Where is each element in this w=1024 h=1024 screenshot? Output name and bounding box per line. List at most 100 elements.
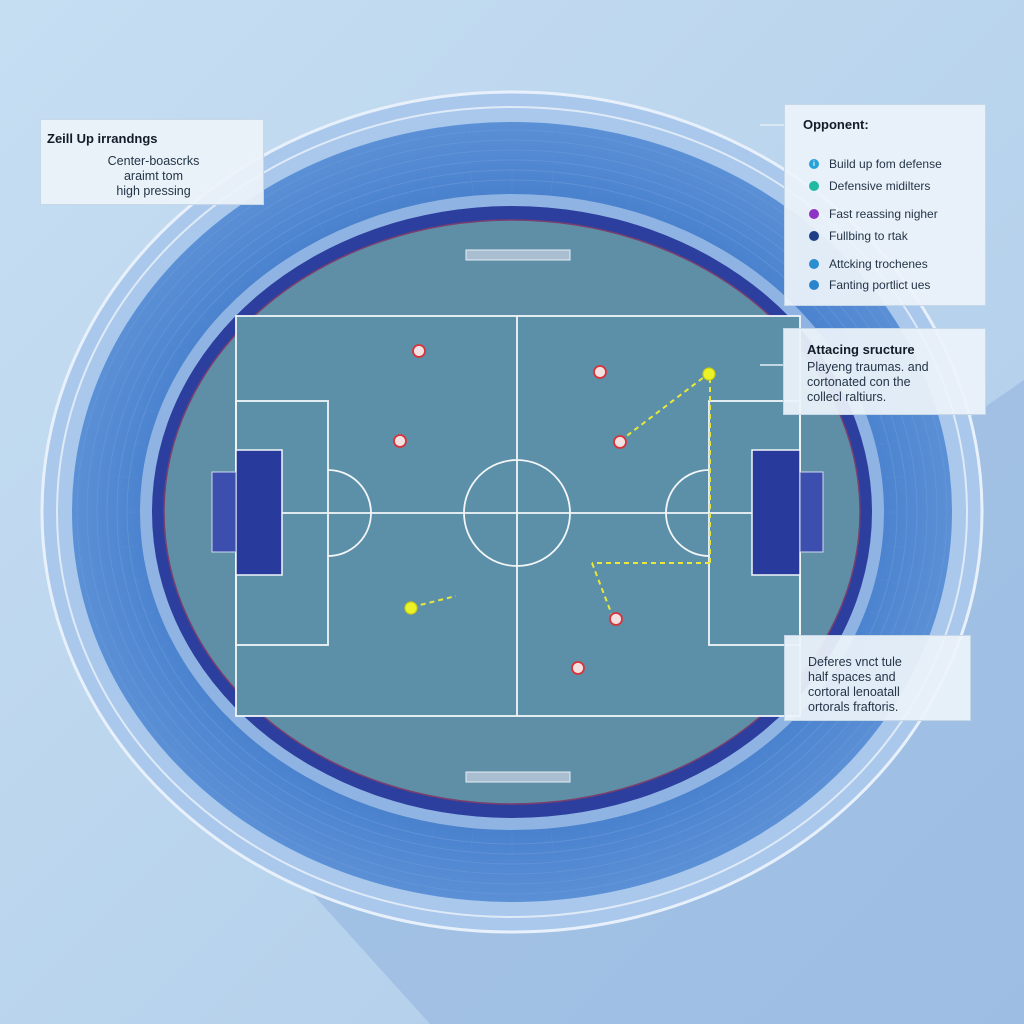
seat-aisle [878, 578, 941, 594]
bottom-dugout [465, 771, 571, 783]
legend-label: Fullbing to rtak [829, 229, 908, 243]
right-goal-area [751, 449, 801, 576]
key-player-marker [404, 601, 418, 615]
legend-label: Fast reassing nigher [829, 207, 938, 221]
seat-aisle [420, 826, 435, 892]
seat-aisle [218, 750, 262, 801]
seat-aisle [292, 175, 325, 234]
seat-aisle [699, 790, 732, 849]
seat-aisle [550, 126, 559, 192]
defense-text: Deferes vnct tule half spaces and cortor… [808, 655, 968, 715]
seat-aisle [186, 252, 234, 297]
attack-text-line: Playeng traumas. and [807, 360, 929, 374]
legend-label: Defensive midilters [829, 179, 931, 193]
buildup-title: Zeill Up irrandngs [47, 131, 158, 146]
left-goal-area [235, 449, 283, 576]
defense-text-line: ortorals fraftoris. [808, 700, 899, 714]
buildup-text-line: Center-boascrks [107, 154, 200, 168]
buildup-text-line: araimt tom [123, 169, 184, 183]
legend-label: Build up fom defense [829, 157, 942, 171]
seat-aisle [732, 772, 770, 827]
players [393, 344, 716, 675]
buildup-panel: Zeill Up irrandngs Center-boascrks araim… [40, 119, 264, 205]
seat-aisle [878, 430, 941, 446]
seat-aisle [254, 772, 292, 827]
seat-aisle [333, 157, 360, 219]
seat-aisle [254, 197, 292, 252]
legend-item: Fullbing to rtak [809, 229, 908, 243]
seat-aisle [333, 805, 360, 867]
pitch [236, 316, 800, 716]
seat-aisle [627, 142, 648, 206]
seat-aisle [376, 142, 397, 206]
seat-aisle [884, 470, 948, 479]
legend-item: Fanting portlict ues [809, 278, 930, 292]
defense-text-line: half spaces and [808, 670, 896, 684]
circle-icon [809, 181, 819, 191]
seat-aisle [884, 545, 948, 554]
movement-line [619, 373, 709, 442]
buildup-text: Center-boascrks araimt tom high pressing [101, 154, 206, 199]
seat-aisle [868, 611, 929, 633]
seat-aisle [111, 353, 170, 382]
attack-text: Playeng traumas. and cortonated con the … [807, 360, 977, 405]
seat-aisle [132, 317, 188, 352]
movement-line [591, 562, 613, 616]
seat-aisle [550, 832, 559, 898]
circle-icon [809, 280, 819, 290]
defense-text-line: cortoral lenoatall [808, 685, 900, 699]
center-circle [463, 459, 571, 567]
legend-label: Fanting portlict ues [829, 278, 931, 292]
player-marker [412, 344, 426, 358]
seat-aisle [376, 818, 397, 882]
seat-aisle [218, 223, 262, 274]
seat-aisle [699, 175, 732, 234]
right-goal [799, 471, 824, 553]
left-goal [211, 471, 237, 553]
opponent-panel: Opponent: i Build up fom defense Defensi… [784, 104, 986, 306]
defense-text-line: Deferes vnct tule [808, 655, 902, 669]
attack-title: Attacing sructure [807, 342, 915, 357]
stadium-roof-edge [56, 106, 968, 918]
seat-aisle [95, 611, 156, 633]
top-dugout [465, 249, 571, 261]
seat-aisle [83, 430, 146, 446]
buildup-text-line: high pressing [116, 184, 191, 198]
opponent-title: Opponent: [803, 117, 869, 132]
seat-aisle [111, 642, 170, 671]
seat-aisle [83, 578, 146, 594]
circle-icon [809, 209, 819, 219]
seat-aisle [589, 826, 604, 892]
seat-aisle [76, 545, 140, 554]
movement-lines [411, 373, 711, 616]
player-marker [593, 365, 607, 379]
seat-aisle [627, 818, 648, 882]
legend-item: i Build up fom defense [809, 157, 942, 171]
right-penalty-arc [665, 469, 710, 557]
seat-aisle [420, 132, 435, 198]
info-icon: i [809, 159, 819, 169]
seat-aisle [465, 832, 474, 898]
legend-item: Fast reassing nigher [809, 207, 938, 221]
seat-aisle [465, 126, 474, 192]
player-marker [609, 612, 623, 626]
circle-icon [809, 231, 819, 241]
seat-aisle [76, 470, 140, 479]
seat-aisle [664, 805, 691, 867]
attack-text-line: cortonated con the [807, 375, 911, 389]
circle-icon [809, 259, 819, 269]
seat-aisle [762, 750, 806, 801]
legend-item: Defensive midilters [809, 179, 930, 193]
legend-label: Attcking trochenes [829, 257, 928, 271]
seat-aisle [95, 391, 156, 413]
key-player-marker [702, 367, 716, 381]
left-penalty-arc [327, 469, 372, 557]
seat-aisle [790, 727, 838, 772]
seat-aisle [292, 790, 325, 849]
legend-item: Attcking trochenes [809, 257, 928, 271]
movement-line [411, 595, 457, 608]
seat-aisle [157, 283, 209, 324]
seat-aisle [157, 700, 209, 741]
player-marker [571, 661, 585, 675]
seat-aisle [589, 132, 604, 198]
